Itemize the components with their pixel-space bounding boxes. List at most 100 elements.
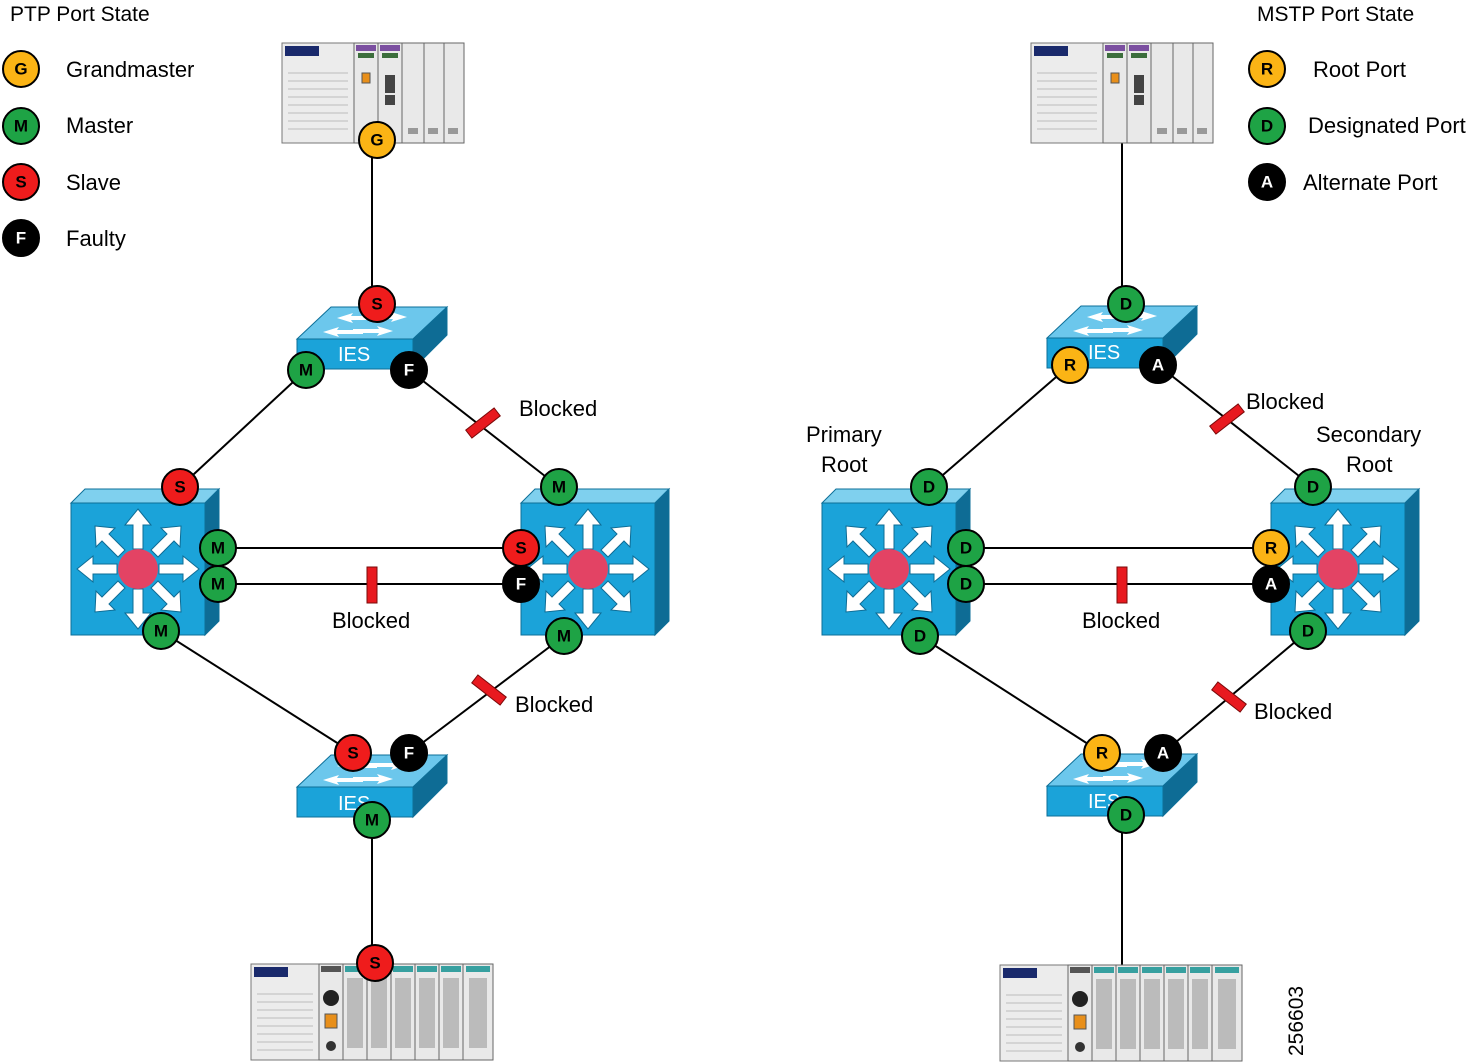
ies-label: IES (338, 344, 370, 366)
port-badge-root: R (1083, 734, 1121, 772)
port-letter: F (404, 744, 414, 763)
port-badge-alternate: A (1144, 734, 1182, 772)
port-badge-designated: D (1294, 468, 1332, 506)
ptp-legend-letter: S (15, 173, 26, 192)
port-badge-designated: D (1289, 612, 1327, 650)
blocked-marker (1116, 566, 1128, 604)
link (928, 364, 1071, 488)
port-letter: S (347, 744, 358, 763)
ptp-legend-item-grandmaster: G Grandmaster (2, 50, 194, 88)
mstp-legend-label: Designated Port (1308, 113, 1466, 138)
port-badge-root: R (1051, 346, 1089, 384)
port-letter: R (1265, 539, 1277, 558)
port-letter: D (1302, 622, 1314, 641)
ptp-legend-item-slave: S Slave (2, 163, 121, 201)
secondary-root-label: Root (1346, 452, 1392, 477)
port-badge-designated: D (1107, 796, 1145, 834)
port-letter: R (1064, 356, 1076, 375)
blocked-markers (1116, 403, 1247, 713)
blocked-markers (366, 407, 507, 706)
port-badge-designated: D (947, 529, 985, 567)
blocked-marker (366, 566, 378, 604)
ptp-legend-letter: G (14, 60, 27, 79)
port-badge-master: M (545, 617, 583, 655)
ptp-legend-letter: M (14, 117, 28, 136)
ptp-legend-label: Grandmaster (66, 57, 194, 82)
port-badge-alternate: A (1252, 565, 1290, 603)
master-swatch-icon (2, 107, 40, 145)
port-badge-faulty: F (390, 351, 428, 389)
top-ies-switch: IES (296, 306, 448, 370)
faulty-swatch-icon (2, 219, 40, 257)
alternate-port-swatch-icon (1248, 163, 1286, 201)
port-letter: M (154, 622, 168, 641)
ptp-topology: IES IES Blocked Blocked Blocked G S (70, 42, 670, 1061)
slave-swatch-icon (2, 163, 40, 201)
port-letter: A (1152, 356, 1164, 375)
primary-root-switch-icon (821, 488, 971, 636)
port-badge-slave: S (334, 734, 372, 772)
blocked-label: Blocked (1082, 608, 1160, 633)
mstp-legend-item-alternate-port: A Alternate Port (1248, 163, 1438, 201)
secondary-root-switch-icon (1270, 488, 1420, 636)
port-letter: A (1265, 575, 1277, 594)
ptp-legend-letter: F (16, 229, 26, 248)
port-letter: S (515, 539, 526, 558)
port-letter: F (516, 575, 526, 594)
grandmaster-swatch-icon (2, 50, 40, 88)
mstp-legend: MSTP Port State R Root Port D Designated… (1248, 3, 1466, 201)
port-letter: M (211, 539, 225, 558)
root-port-swatch-icon (1248, 50, 1286, 88)
port-badge-slave: S (358, 285, 396, 323)
port-letter: D (1120, 295, 1132, 314)
blocked-marker (1211, 681, 1247, 713)
link (1157, 364, 1314, 488)
port-letter: D (960, 575, 972, 594)
mstp-topology: IES IES Primary Root Secondary Root Bloc… (806, 42, 1421, 1062)
port-badge-designated: D (947, 565, 985, 603)
secondary-root-label: Secondary (1316, 422, 1421, 447)
port-letter: A (1157, 744, 1169, 763)
ptp-legend-title: PTP Port State (10, 3, 150, 26)
figure-id: 256603 (1285, 986, 1308, 1056)
blocked-label: Blocked (1254, 699, 1332, 724)
designated-port-swatch-icon (1248, 107, 1286, 145)
blocked-marker (471, 674, 507, 706)
mstp-port-badges: D R A D D D D (901, 285, 1332, 834)
ptp-legend-item-faulty: F Faulty (2, 219, 126, 257)
port-letter: R (1096, 744, 1108, 763)
mstp-legend-letter: D (1261, 117, 1273, 136)
blocked-label: Blocked (332, 608, 410, 633)
port-letter: S (174, 478, 185, 497)
port-letter: S (371, 295, 382, 314)
port-letter: M (557, 627, 571, 646)
ptp-legend-item-master: M Master (2, 107, 133, 145)
mstp-legend-label: Alternate Port (1303, 170, 1438, 195)
port-badge-master: M (540, 468, 578, 506)
port-letter: M (365, 811, 379, 830)
port-badge-master: M (199, 529, 237, 567)
port-letter: F (404, 361, 414, 380)
port-letter: M (552, 478, 566, 497)
port-badge-master: M (142, 612, 180, 650)
blocked-label: Blocked (1246, 389, 1324, 414)
port-letter: D (960, 539, 972, 558)
link (160, 630, 354, 754)
port-badge-designated: D (901, 617, 939, 655)
right-distribution-switch-icon (520, 488, 670, 636)
port-badge-slave: S (356, 944, 394, 982)
blocked-label: Blocked (519, 396, 597, 421)
ptp-links (160, 140, 565, 963)
left-distribution-switch-icon (70, 488, 220, 636)
port-badge-designated: D (910, 468, 948, 506)
ptp-legend-label: Master (66, 113, 133, 138)
port-badge-faulty: F (390, 734, 428, 772)
ies-label: IES (1088, 342, 1120, 364)
port-badge-slave: S (161, 468, 199, 506)
top-controller-icon (1030, 42, 1214, 144)
port-badge-slave: S (502, 529, 540, 567)
mstp-links (919, 140, 1314, 966)
mstp-legend-title: MSTP Port State (1257, 3, 1414, 26)
port-badge-root: R (1252, 529, 1290, 567)
port-letter: G (370, 131, 383, 150)
